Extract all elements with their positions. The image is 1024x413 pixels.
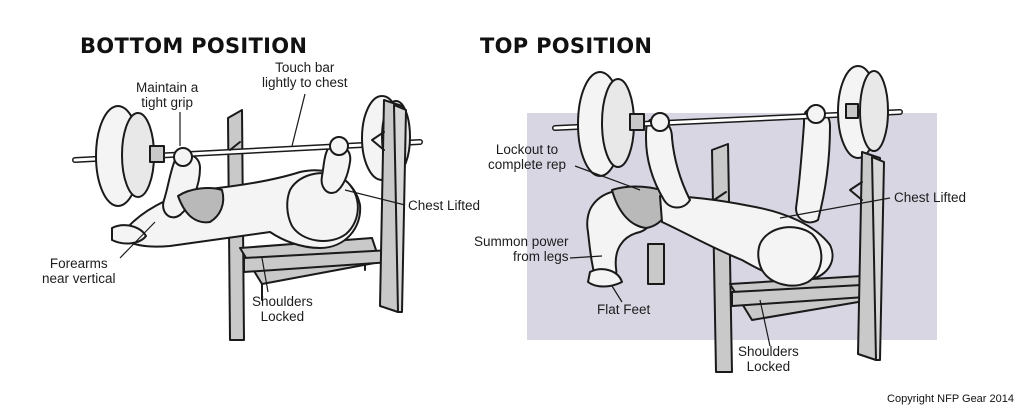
top-foot [587,268,623,288]
copyright-notice: Copyright NFP Gear 2014 [887,393,1014,405]
top-position-title: TOP POSITION [480,34,653,58]
top-rack-rear [711,143,733,373]
label-chest-lifted-bottom: Chest Lifted [408,198,481,213]
bottom-foot [111,224,147,245]
bottom-figure [72,95,423,341]
bottom-left-hand [173,147,193,167]
top-leader-lines [569,165,891,347]
top-right-arm [795,108,831,224]
bottom-left-arm [162,153,201,219]
label-shoulders-locked-top: Shoulders Locked [738,344,799,374]
top-figure [552,65,903,373]
label-chest-lifted-top: Chest Lifted [894,190,967,205]
label-touch-bar: Touch bar lightly to chest [262,60,348,90]
top-right-plate-inner [859,70,889,152]
label-shoulders-locked-bottom: Shoulders Locked [252,294,313,324]
label-summon-power: Summon power from legs [474,234,569,264]
top-left-hand [650,112,670,132]
bottom-position-title: BOTTOM POSITION [80,34,308,58]
label-maintain-grip: Maintain a tight grip [136,80,199,110]
top-bench-leg [647,243,665,285]
label-forearms-vertical: Forearms near vertical [42,256,116,286]
top-right-hand [806,104,826,124]
bottom-right-arm [320,144,352,194]
bottom-leader-lines [119,93,406,293]
bottom-shorts [177,187,225,224]
bottom-right-hand [329,136,349,156]
label-lockout: Lockout to complete rep [488,142,567,172]
top-head [757,226,823,287]
top-left-arm [645,118,691,209]
label-flat-feet: Flat Feet [597,302,651,317]
